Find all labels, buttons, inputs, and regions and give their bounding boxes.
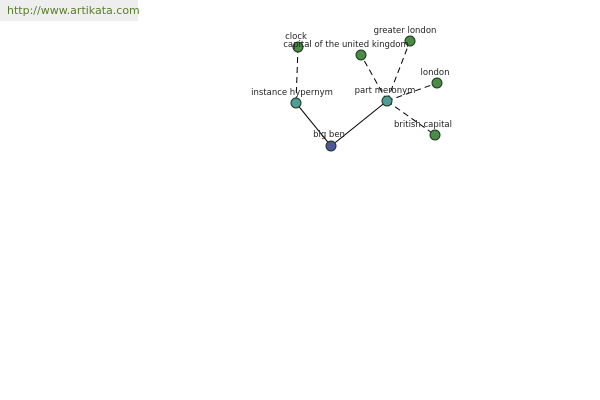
node-london[interactable]	[431, 77, 443, 89]
node-part-meronym[interactable]	[381, 95, 393, 107]
node-instance-hypernym[interactable]	[290, 97, 302, 109]
node-clock[interactable]	[292, 41, 304, 53]
node-capital-uk[interactable]	[355, 49, 367, 61]
edge-big-ben-instance-hypernym	[295, 102, 332, 147]
labels: big ben instance hypernym part meronym c…	[251, 26, 452, 140]
edges	[295, 40, 438, 147]
edge-part-meronym-greater-london	[386, 40, 411, 102]
label-big-ben: big ben	[313, 130, 345, 140]
node-greater-london[interactable]	[404, 35, 416, 47]
label-london: london	[421, 68, 450, 78]
edge-part-meronym-capital-uk	[360, 54, 388, 102]
label-capital-uk: capital of the united kingdom	[283, 40, 409, 50]
label-british-capital: british capital	[394, 120, 452, 130]
source-link[interactable]: http://www.artikata.com	[0, 0, 140, 21]
edge-part-meronym-london	[386, 82, 438, 102]
label-greater-london: greater london	[374, 26, 437, 36]
node-big-ben[interactable]	[325, 140, 337, 152]
label-clock: clock	[285, 32, 307, 42]
label-instance-hypernym: instance hypernym	[251, 88, 333, 98]
label-part-meronym: part meronym	[355, 86, 416, 96]
edge-big-ben-part-meronym	[330, 100, 388, 147]
nodes	[290, 35, 443, 152]
node-british-capital[interactable]	[429, 129, 441, 141]
